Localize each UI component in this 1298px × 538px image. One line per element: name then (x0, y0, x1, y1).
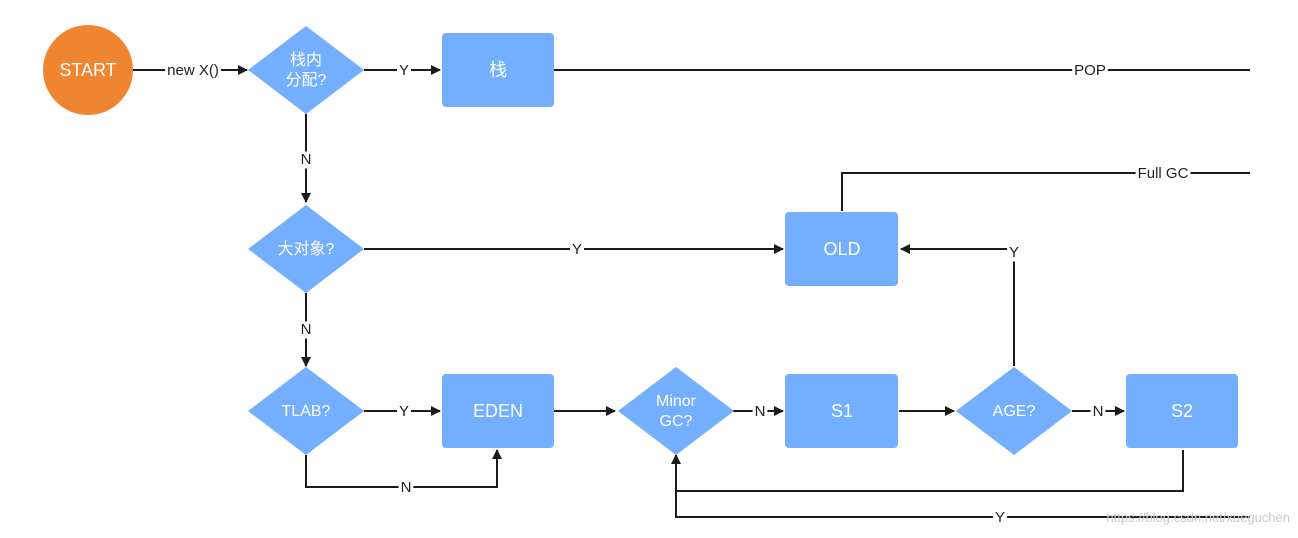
stack-label: 栈 (489, 60, 507, 80)
minor-gc-decision (618, 367, 734, 455)
edge-label-large-no: N (301, 321, 312, 338)
age-label: AGE? (993, 403, 1036, 420)
old-label: OLD (823, 239, 860, 259)
edge-label-stack-no: N (301, 151, 312, 168)
start-node (43, 25, 133, 115)
edge-s2-back-to-minor-gc (671, 450, 1184, 492)
age-decision (956, 367, 1072, 455)
edge-label-large-yes: Y (572, 241, 582, 258)
stack-alloc-decision (248, 26, 364, 114)
edge-label-minor-no: N (755, 403, 766, 420)
edge-label-new-x: new X() (167, 62, 219, 79)
old-node (785, 212, 898, 286)
s2-label: S2 (1171, 401, 1193, 421)
edge-label-tlab-no: N (401, 479, 412, 496)
edge-label-tlab-yes: Y (399, 403, 409, 420)
edge-label-pop: POP (1074, 62, 1106, 79)
watermark: https://blog.csdn.net/xueguchen (1106, 510, 1290, 525)
s2-node (1126, 374, 1238, 448)
s1-label: S1 (831, 401, 853, 421)
large-object-label: 大对象? (278, 240, 335, 258)
edge-age-yes (900, 244, 1015, 366)
edge-label-minor-yes: Y (995, 509, 1005, 526)
tlab-label: TLAB? (282, 403, 331, 420)
large-object-decision (248, 205, 364, 293)
edge-label-full-gc: Full GC (1138, 165, 1189, 182)
start-label: START (59, 60, 116, 80)
tlab-decision (248, 367, 364, 455)
stack-decision-label: 栈内分配? (286, 51, 327, 89)
s1-node (785, 374, 898, 448)
eden-label: EDEN (473, 401, 523, 421)
edge-label-age-yes: Y (1009, 244, 1019, 261)
eden-node (442, 374, 554, 448)
edge-old-full-gc (841, 172, 1250, 211)
edge-minor-gc-yes (675, 491, 1250, 518)
edge-label-stack-yes: Y (399, 62, 409, 79)
stack-node (442, 33, 554, 107)
edge-label-age-no: N (1093, 403, 1104, 420)
